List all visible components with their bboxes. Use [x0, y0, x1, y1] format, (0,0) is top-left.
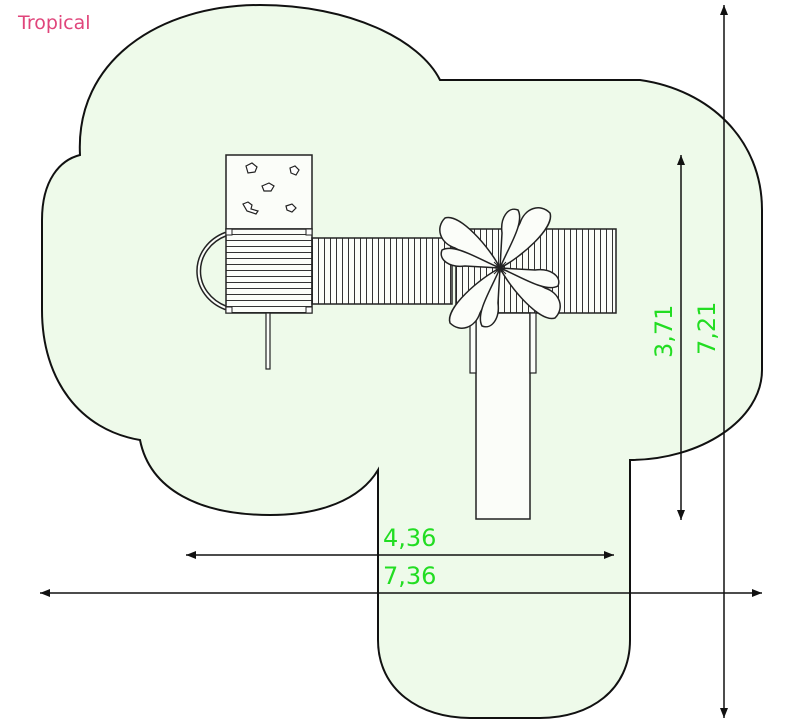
dim-label-height-inner: 3,71	[650, 305, 678, 358]
palm-leaf-icon	[439, 207, 561, 329]
climbing-wall	[225, 154, 313, 230]
climbing-hold-icon	[242, 162, 300, 215]
left-platform	[225, 228, 313, 314]
dimension-lines	[40, 5, 762, 718]
dim-label-height-outer: 7,21	[693, 302, 721, 355]
dim-label-width-outer: 7,36	[383, 562, 436, 590]
tunnel-bridge	[311, 237, 453, 305]
safety-zone	[41, 3, 763, 719]
diagram-title: Tropical	[18, 12, 91, 34]
dim-label-width-inner: 4,36	[383, 524, 436, 552]
fireman-pole	[265, 312, 271, 370]
palm-leaf-roof	[439, 207, 561, 329]
slide	[469, 312, 537, 520]
